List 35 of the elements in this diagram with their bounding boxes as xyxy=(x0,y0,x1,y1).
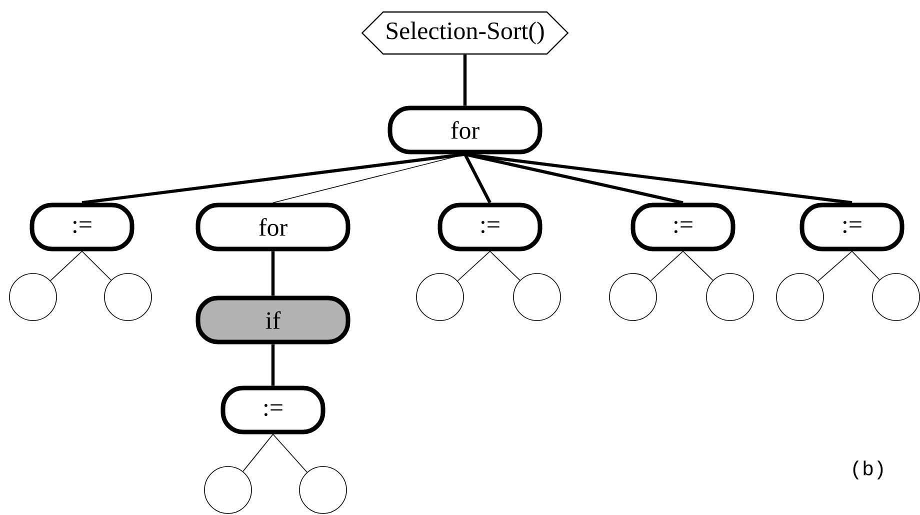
leaf-circle xyxy=(104,273,152,321)
connector xyxy=(490,250,520,281)
connector xyxy=(82,250,112,281)
leaf-circle xyxy=(9,273,57,321)
connector xyxy=(463,54,467,106)
connector xyxy=(271,251,275,296)
leaf-circle xyxy=(872,273,920,321)
connector xyxy=(242,434,274,472)
connector xyxy=(457,250,490,282)
figure-label: (b) xyxy=(853,460,883,480)
statement-node: := xyxy=(220,386,326,434)
function-hexagon: Selection-Sort() xyxy=(361,11,569,55)
leaf-circle xyxy=(416,273,464,321)
statement-node: := xyxy=(438,202,542,252)
connector xyxy=(271,344,275,386)
statement-node: for xyxy=(196,202,350,252)
connector xyxy=(464,154,492,204)
leaf-circle xyxy=(299,466,347,514)
connector xyxy=(272,434,308,473)
leaf-circle xyxy=(706,273,754,321)
connector xyxy=(50,250,82,282)
statement-node: := xyxy=(30,202,134,252)
connector xyxy=(818,250,852,282)
statement-node: if xyxy=(196,296,350,344)
connector xyxy=(682,250,714,281)
connector xyxy=(852,250,880,280)
statement-node: for xyxy=(388,106,542,154)
leaf-circle xyxy=(776,273,824,321)
connector xyxy=(650,250,684,282)
leaf-circle xyxy=(609,273,657,321)
statement-node: := xyxy=(630,202,736,252)
leaf-circle xyxy=(204,466,252,514)
connector xyxy=(82,152,466,204)
statement-node: := xyxy=(800,202,904,252)
leaf-circle xyxy=(513,273,561,321)
